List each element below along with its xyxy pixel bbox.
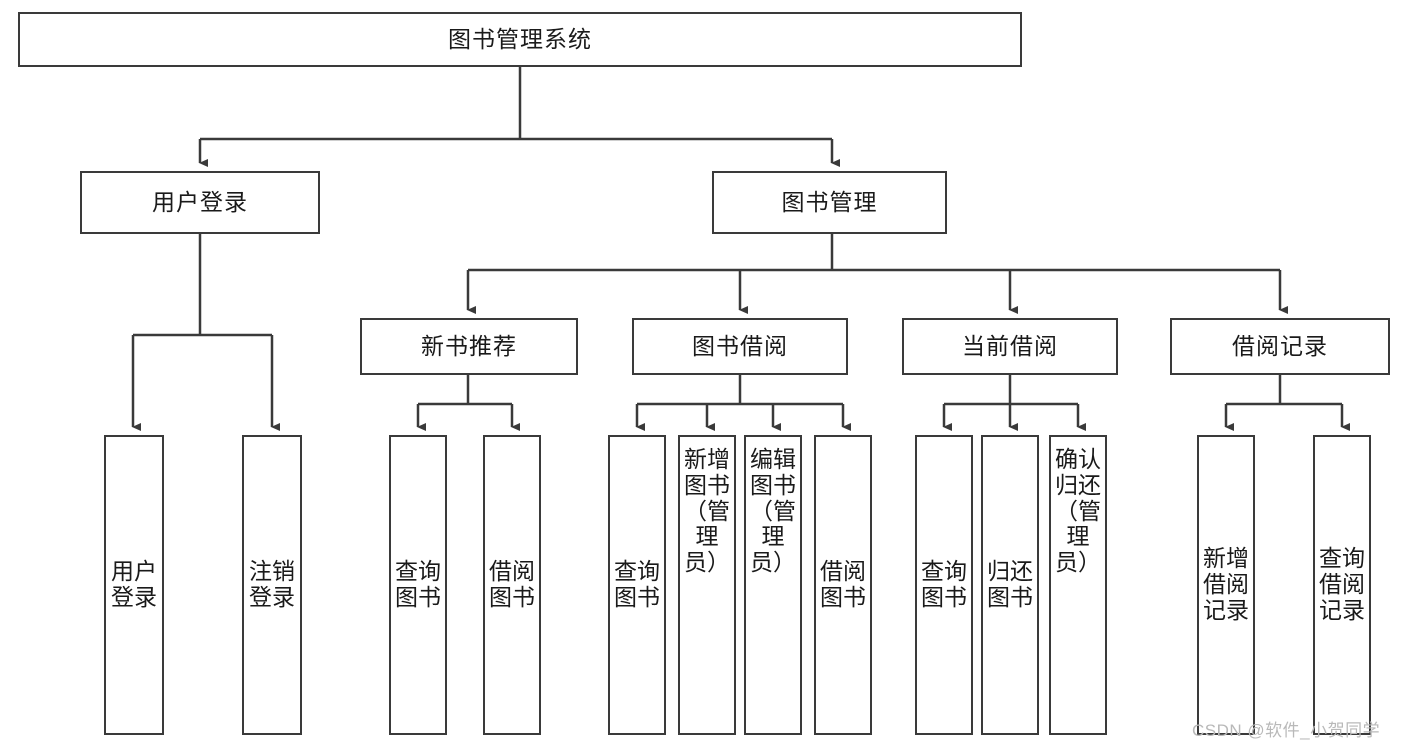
leaf-user-login-label: 用户登录 (111, 558, 157, 610)
leaf-add-borrow-record[interactable]: 新增借阅记录 (1197, 435, 1255, 735)
leaf-edit-book-admin-label: 编辑图书（管理员） (750, 446, 796, 575)
leaf-user-login[interactable]: 用户登录 (104, 435, 164, 735)
leaf-query-book-current[interactable]: 查询图书 (915, 435, 973, 735)
leaf-query-borrow-record-label: 查询借阅记录 (1319, 545, 1365, 623)
node-current-borrow[interactable]: 当前借阅 (902, 318, 1118, 375)
leaf-user-logout[interactable]: 注销登录 (242, 435, 302, 735)
leaf-edit-book-admin[interactable]: 编辑图书（管理员） (744, 435, 802, 735)
csdn-watermark-text: CSDN @软件_小贺同学 (1192, 721, 1381, 740)
leaf-query-book-recommend[interactable]: 查询图书 (389, 435, 447, 735)
leaf-query-book-recommend-label: 查询图书 (395, 558, 441, 610)
leaf-borrow-book-recommend[interactable]: 借阅图书 (483, 435, 541, 735)
leaf-confirm-return-admin[interactable]: 确认归还（管理员） (1049, 435, 1107, 735)
node-book-management[interactable]: 图书管理 (712, 171, 947, 234)
leaf-borrow-book-label: 借阅图书 (820, 558, 866, 610)
leaf-user-logout-label: 注销登录 (249, 558, 295, 610)
node-current-borrow-label: 当前借阅 (962, 332, 1058, 359)
leaf-add-borrow-record-label: 新增借阅记录 (1203, 545, 1249, 623)
node-book-borrow[interactable]: 图书借阅 (632, 318, 848, 375)
node-new-book-recommend[interactable]: 新书推荐 (360, 318, 578, 375)
leaf-add-book-admin[interactable]: 新增图书（管理员） (678, 435, 736, 735)
node-root[interactable]: 图书管理系统 (18, 12, 1022, 67)
leaf-query-book-borrow[interactable]: 查询图书 (608, 435, 666, 735)
leaf-query-borrow-record[interactable]: 查询借阅记录 (1313, 435, 1371, 735)
node-user-login-label: 用户登录 (152, 188, 248, 215)
node-user-login[interactable]: 用户登录 (80, 171, 320, 234)
leaf-add-book-admin-label: 新增图书（管理员） (684, 446, 730, 575)
leaf-query-book-current-label: 查询图书 (921, 558, 967, 610)
node-root-label: 图书管理系统 (448, 25, 592, 52)
leaf-query-book-borrow-label: 查询图书 (614, 558, 660, 610)
node-borrow-record-label: 借阅记录 (1232, 332, 1328, 359)
leaf-return-book-label: 归还图书 (987, 558, 1033, 610)
node-new-book-recommend-label: 新书推荐 (421, 332, 517, 359)
leaf-borrow-book[interactable]: 借阅图书 (814, 435, 872, 735)
leaf-borrow-book-recommend-label: 借阅图书 (489, 558, 535, 610)
node-book-management-label: 图书管理 (781, 188, 878, 215)
leaf-return-book[interactable]: 归还图书 (981, 435, 1039, 735)
csdn-watermark: CSDN @软件_小贺同学 (1192, 716, 1380, 741)
node-book-borrow-label: 图书借阅 (692, 332, 788, 359)
node-borrow-record[interactable]: 借阅记录 (1170, 318, 1390, 375)
leaf-confirm-return-admin-label: 确认归还（管理员） (1055, 446, 1101, 575)
